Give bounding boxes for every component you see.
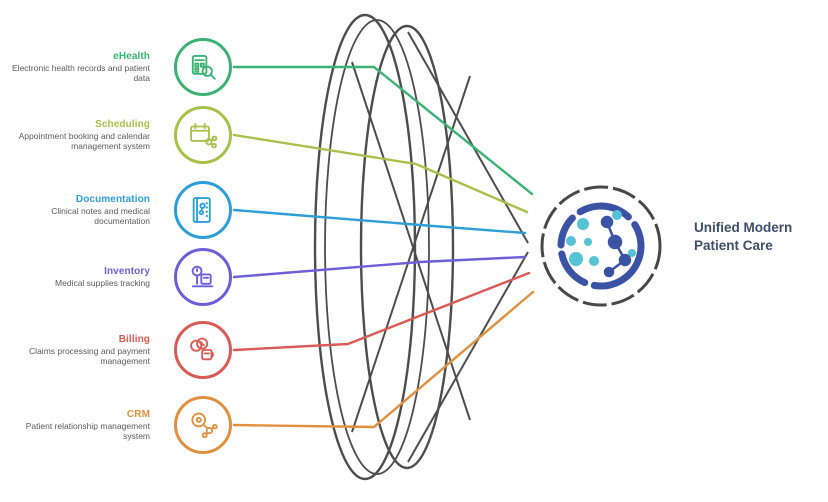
item-description: Appointment booking and calendar managem… xyxy=(18,131,150,152)
document-icon xyxy=(192,197,211,223)
hub-ring xyxy=(540,185,662,307)
item-heading: Scheduling xyxy=(95,118,150,130)
module-item-scheduling: Scheduling Appointment booking and calen… xyxy=(10,105,232,165)
item-icon-circle xyxy=(174,38,232,96)
item-icon-circle xyxy=(174,106,232,164)
item-heading: Billing xyxy=(118,333,150,345)
item-icon-circle xyxy=(174,181,232,239)
connector-line-billing xyxy=(232,271,531,352)
connector-line-scheduling xyxy=(232,133,529,214)
item-heading: eHealth xyxy=(113,50,150,62)
item-description: Electronic health records and patient da… xyxy=(12,63,150,84)
mesh-graphic xyxy=(313,13,529,481)
hub-label-line2: Patient Care xyxy=(694,238,773,254)
item-icon-circle xyxy=(174,396,232,454)
item-icon-circle xyxy=(174,248,232,306)
module-item-billing: Billing Claims processing and payment ma… xyxy=(10,320,232,380)
calendar-icon xyxy=(190,123,218,149)
item-description: Medical supplies tracking xyxy=(55,278,150,289)
calculator-search-icon xyxy=(191,55,216,80)
item-description: Patient relationship management system xyxy=(25,421,150,442)
module-item-crm: CRM Patient relationship management syst… xyxy=(10,395,232,455)
item-heading: CRM xyxy=(126,408,150,420)
item-icon-circle xyxy=(174,321,232,379)
connector-line-documentation xyxy=(232,208,527,235)
module-item-documentation: Documentation Clinical notes and medical… xyxy=(10,180,232,240)
network-globe-icon xyxy=(557,202,645,290)
item-description: Clinical notes and medical documentation xyxy=(51,206,150,227)
module-item-ehealth: eHealth Electronic health records and pa… xyxy=(10,37,232,97)
coins-icon xyxy=(190,337,214,361)
hub-label: Unified Modern Patient Care xyxy=(694,219,828,255)
module-item-inventory: Inventory Medical supplies tracking xyxy=(10,247,232,307)
scale-icon xyxy=(191,265,214,288)
connector-line-crm xyxy=(232,290,535,429)
hub-label-line1: Unified Modern xyxy=(694,220,793,235)
connector-line-inventory xyxy=(232,255,527,279)
molecule-search-icon xyxy=(191,412,218,439)
item-heading: Documentation xyxy=(75,193,150,205)
connector-line-ehealth xyxy=(232,65,534,196)
item-heading: Inventory xyxy=(104,265,150,277)
item-description: Claims processing and payment management xyxy=(29,346,150,367)
